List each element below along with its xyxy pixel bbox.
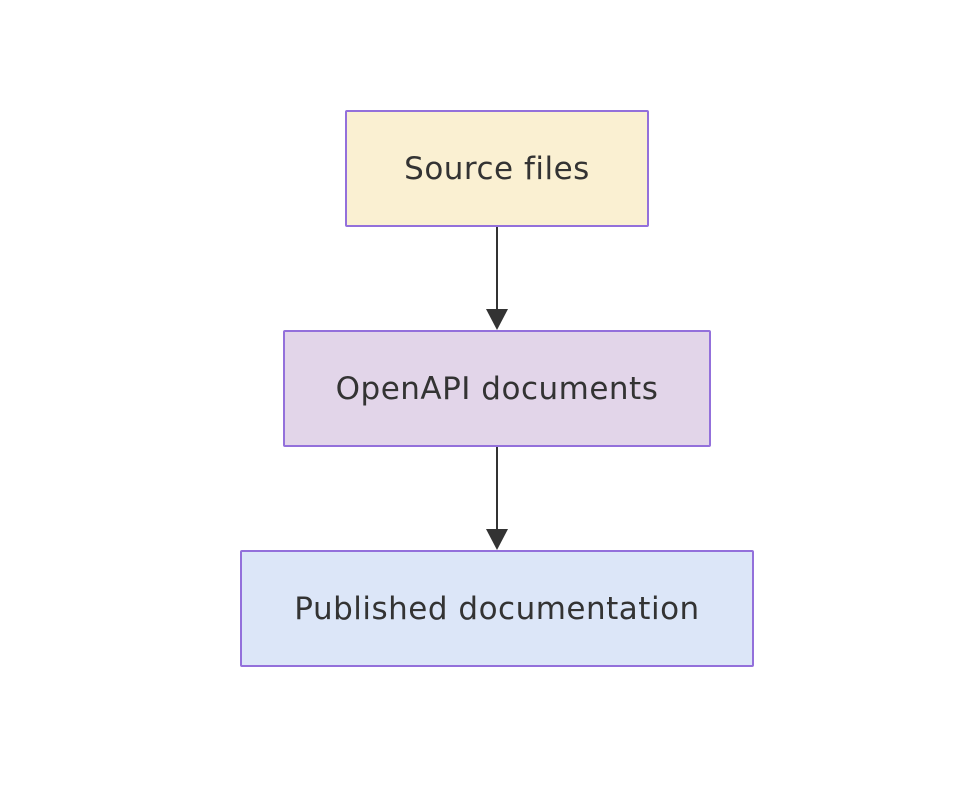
arrow-openapi-to-published-icon <box>486 447 508 550</box>
node-published-documentation: Published documentation <box>240 550 754 667</box>
arrow-source-to-openapi-icon <box>486 227 508 330</box>
node-published-documentation-label: Published documentation <box>294 590 700 627</box>
node-openapi-documents: OpenAPI documents <box>283 330 711 447</box>
node-source-files-label: Source files <box>404 150 590 187</box>
node-source-files: Source files <box>345 110 649 227</box>
node-openapi-documents-label: OpenAPI documents <box>335 370 659 407</box>
